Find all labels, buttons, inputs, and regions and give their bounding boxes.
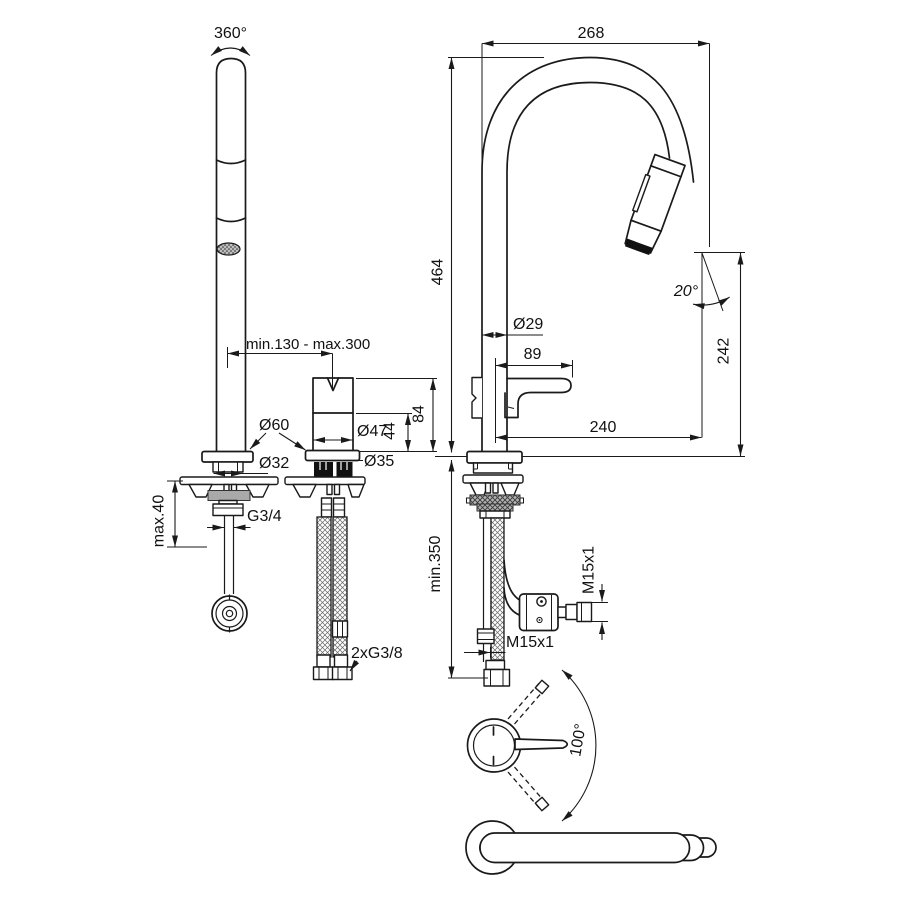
- spout-joint-line: [215, 217, 247, 223]
- spout-escutcheon: [201, 450, 254, 463]
- drain-rod: [223, 515, 235, 594]
- mounting-nut: [212, 503, 244, 517]
- spout-joint-line: [215, 159, 247, 165]
- label-deck-thickness: max.40: [151, 495, 168, 548]
- label-spout-tube-diameter: Ø29: [513, 316, 543, 333]
- label-escutcheon-diameter: Ø60: [259, 417, 289, 434]
- label-handle-projection: 89: [524, 346, 542, 363]
- base-shank: [472, 462, 514, 474]
- label-spray-angle: 20°: [673, 283, 699, 300]
- hose-fitting: [320, 497, 333, 518]
- label-body-diameter: Ø47: [357, 423, 387, 440]
- lever-handle-side: [504, 377, 572, 419]
- aerator-face: [216, 242, 241, 256]
- mounting-washer: [284, 476, 366, 486]
- under-counter-assembly: [476, 517, 593, 687]
- pullout-spray-head: [624, 153, 686, 256]
- control-seal: [336, 462, 353, 477]
- control-seal: [314, 462, 333, 477]
- pullout-hose: [482, 518, 492, 629]
- control-notch: [326, 377, 340, 392]
- dim-20deg-arc: [692, 296, 730, 310]
- valve-outlet: [557, 606, 567, 619]
- base-escutcheon: [466, 450, 523, 464]
- label-projection-range: min.130 - max.300: [246, 336, 370, 353]
- spout-shank: [212, 461, 244, 473]
- mounting-washer: [462, 474, 524, 484]
- dim-swivel-arc: [210, 46, 251, 56]
- label-outlet-reach: 240: [590, 419, 617, 436]
- label-body-height: 84: [411, 405, 428, 423]
- label-valve-outlet-thread: M15x1: [581, 546, 598, 594]
- label-spray-hose-thread: M15x1: [506, 634, 554, 651]
- label-spout-reach: 268: [578, 25, 605, 42]
- handle-lever-side: [479, 832, 691, 864]
- control-body-view: [284, 377, 366, 681]
- spray-button: [632, 173, 651, 213]
- control-escutcheon: [304, 449, 361, 462]
- supply-hose-nut: [312, 666, 334, 681]
- label-spout-shank-diameter: Ø32: [259, 455, 289, 472]
- label-body-shank-diameter: Ø35: [364, 453, 394, 470]
- label-body-lower-height: 44: [382, 422, 399, 440]
- spray-outlet-face: [624, 238, 653, 256]
- drain-connector: [211, 595, 248, 632]
- label-clearance-below-deck: min.350: [427, 535, 444, 592]
- handle-lever-top: [514, 738, 569, 751]
- hose-coupling: [331, 620, 349, 638]
- leader-2xg38: [349, 659, 360, 672]
- handle-side-view: [465, 820, 717, 875]
- tap-side-view: [462, 56, 695, 519]
- label-total-height: 464: [430, 259, 447, 286]
- spout-front-view: [215, 57, 247, 452]
- rubber-seal: [207, 490, 251, 501]
- body-side-detail: [471, 376, 482, 419]
- label-spout-connection-thread: G3/4: [247, 508, 282, 525]
- spout-arch-outer: [481, 56, 695, 453]
- label-supply-hose-thread: 2xG3/8: [351, 645, 403, 662]
- hose-fitting: [332, 497, 346, 518]
- spout-arch-inner: [506, 81, 671, 453]
- leader-o60: [249, 432, 267, 450]
- spout-base-mounting: [179, 450, 279, 633]
- dim-100deg-arc: [561, 669, 597, 822]
- mounting-washer: [179, 476, 279, 486]
- label-outlet-height: 242: [716, 338, 733, 365]
- dimension-lines: [167, 40, 745, 822]
- hose-connector: [476, 628, 495, 645]
- supply-hose: [316, 516, 332, 658]
- mounting-nut: [476, 503, 514, 512]
- label-handle-swing-angle: 100°: [567, 722, 589, 758]
- handle-top-view: [466, 679, 569, 812]
- supply-hose-nut: [331, 666, 353, 681]
- dimension-labels: 360° 268 464 min.130 - max.300 Ø60 Ø47 4…: [151, 25, 733, 758]
- label-swivel-angle: 360°: [214, 25, 247, 42]
